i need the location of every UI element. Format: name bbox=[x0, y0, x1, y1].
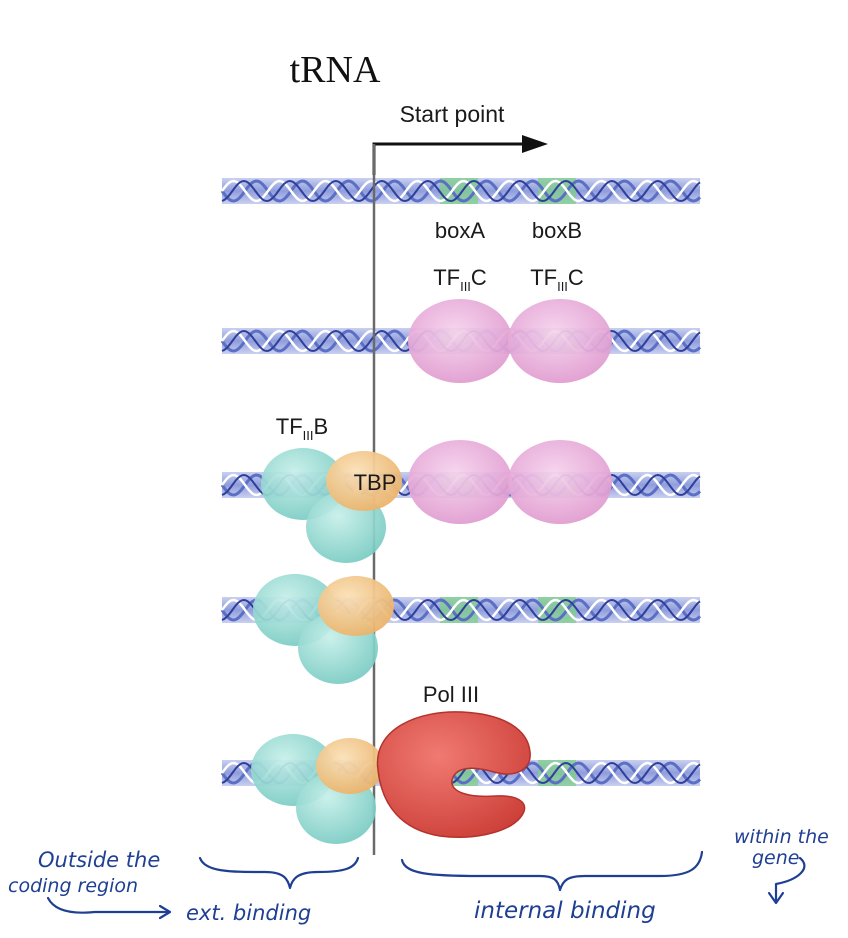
within-gene-arrow bbox=[774, 856, 806, 902]
tfiiib-label: TFIIIB bbox=[276, 414, 328, 443]
box-b-label: boxB bbox=[532, 218, 582, 243]
outside-coding-line1: Outside the bbox=[38, 848, 160, 872]
start-arrow-head bbox=[522, 135, 548, 153]
tbp-protein-row5 bbox=[316, 738, 384, 794]
outside-brace bbox=[198, 856, 360, 890]
start-arrow bbox=[372, 142, 522, 175]
within-gene-line1: within the bbox=[734, 826, 829, 848]
internal-brace bbox=[400, 850, 704, 892]
within-gene-line2: gene bbox=[752, 847, 799, 869]
internal-binding-text: internal binding bbox=[474, 898, 656, 924]
start-point-label: Start point bbox=[400, 101, 505, 127]
ext-binding-text: ext. binding bbox=[186, 901, 311, 925]
tbp-protein-row4 bbox=[318, 576, 394, 636]
handwritten-annotations: Outside the coding region ext. binding i… bbox=[8, 826, 829, 925]
dna-strand-1-2 bbox=[220, 179, 701, 203]
tbp-protein bbox=[326, 451, 402, 511]
diagram-title: tRNA bbox=[290, 49, 381, 91]
within-gene-arrowhead bbox=[767, 891, 785, 905]
tfiiic-boxa-protein-row3 bbox=[408, 440, 512, 524]
tfiiic-left-label: TFIIIC bbox=[433, 265, 487, 294]
tbp-label: TBP bbox=[354, 470, 397, 495]
ext-binding-arrowhead bbox=[158, 904, 172, 920]
dna-strand-1-3 bbox=[221, 179, 701, 202]
box-a-label: boxA bbox=[435, 218, 485, 243]
outside-coding-line2: coding region bbox=[8, 875, 138, 897]
pol-iii-enzyme bbox=[376, 711, 531, 838]
dna-strand-1-1 bbox=[220, 179, 702, 203]
tfiiic-right-label: TFIIIC bbox=[530, 265, 584, 294]
pol-iii-label: Pol III bbox=[423, 682, 479, 707]
ext-binding-arrow bbox=[46, 896, 170, 914]
tfiiic-boxb-protein bbox=[508, 299, 612, 383]
tfiiic-boxa-protein bbox=[408, 299, 512, 383]
tfiiic-boxb-protein-row3 bbox=[508, 440, 612, 524]
